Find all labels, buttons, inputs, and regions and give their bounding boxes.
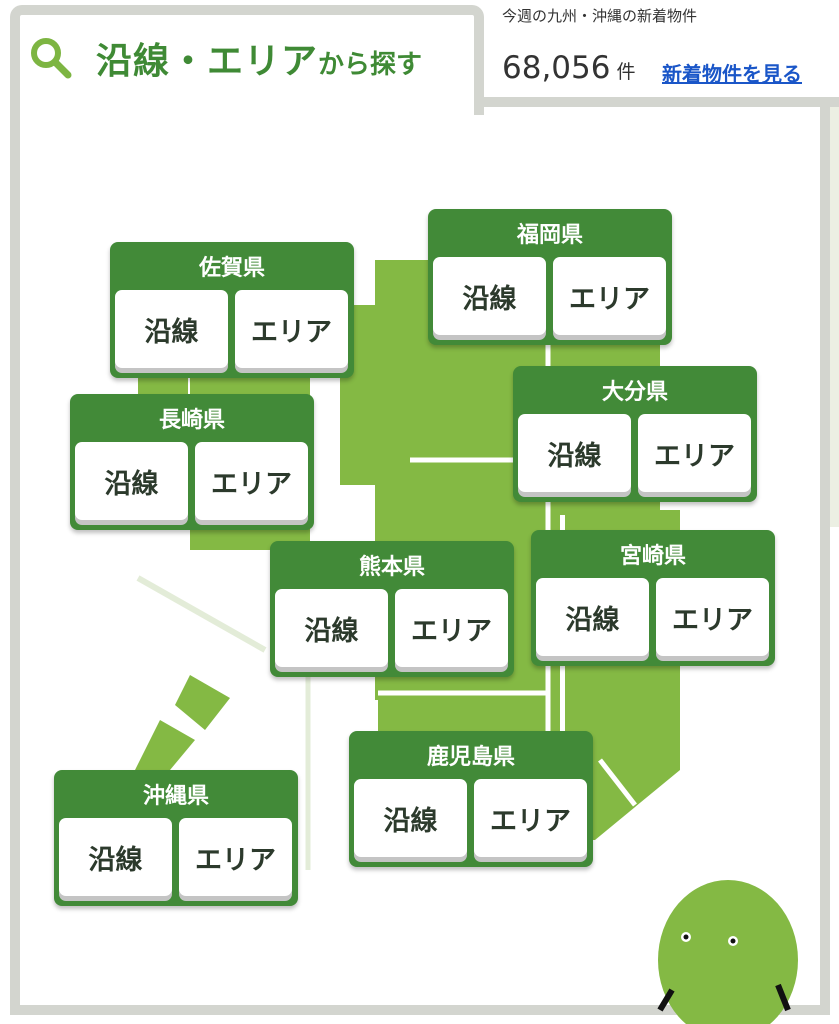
prefecture-name: 長崎県: [158, 408, 225, 433]
area-button[interactable]: エリア: [179, 818, 292, 896]
prefecture-name: 熊本県: [358, 555, 425, 580]
prefecture-card-oita: 大分県 沿線 エリア: [513, 366, 757, 502]
count-unit: 件: [616, 61, 636, 83]
line-button[interactable]: 沿線: [59, 818, 172, 896]
prefecture-card-miyazaki: 宮崎県 沿線 エリア: [531, 530, 775, 666]
line-button[interactable]: 沿線: [75, 442, 188, 520]
prefecture-name: 佐賀県: [198, 256, 265, 281]
prefecture-name: 沖縄県: [142, 784, 209, 809]
prefecture-name: 大分県: [601, 380, 668, 405]
count-value: 68,056: [502, 50, 611, 86]
line-button[interactable]: 沿線: [115, 290, 228, 368]
title-main: 沿線・エリア: [96, 41, 319, 82]
prefecture-card-fukuoka: 福岡県 沿線 エリア: [428, 209, 672, 345]
area-button[interactable]: エリア: [638, 414, 751, 492]
prefecture-card-kumamoto: 熊本県 沿線 エリア: [270, 541, 514, 677]
line-button[interactable]: 沿線: [275, 589, 388, 667]
title-suffix: から探す: [318, 49, 423, 80]
line-button[interactable]: 沿線: [536, 578, 649, 656]
area-button[interactable]: エリア: [656, 578, 769, 656]
prefecture-name: 鹿児島県: [426, 745, 515, 770]
new-listings-label: 今週の九州・沖縄の新着物件: [502, 7, 698, 25]
map-island: [175, 675, 230, 730]
area-button[interactable]: エリア: [395, 589, 508, 667]
side-strip: [830, 107, 839, 527]
mascot: [657, 880, 798, 1024]
tab-joint: [20, 95, 474, 115]
prefecture-card-kagoshima: 鹿児島県 沿線 エリア: [349, 731, 593, 867]
area-button[interactable]: エリア: [195, 442, 308, 520]
map-line: [136, 575, 267, 653]
search-icon: [31, 38, 72, 79]
prefecture-name: 宮崎県: [619, 544, 686, 569]
new-listings-link[interactable]: 新着物件を見る: [662, 62, 802, 86]
area-button[interactable]: エリア: [474, 779, 587, 857]
line-button[interactable]: 沿線: [433, 257, 546, 335]
prefecture-card-saga: 佐賀県 沿線 エリア: [110, 242, 354, 378]
area-button[interactable]: エリア: [553, 257, 666, 335]
section-title: 沿線・エリア から探す: [28, 32, 422, 84]
line-button[interactable]: 沿線: [518, 414, 631, 492]
prefecture-card-nagasaki: 長崎県 沿線 エリア: [70, 394, 314, 530]
divider: [474, 97, 839, 107]
prefecture-card-okinawa: 沖縄県 沿線 エリア: [54, 770, 298, 906]
map-island: [135, 720, 195, 770]
prefecture-name: 福岡県: [516, 223, 583, 248]
line-button[interactable]: 沿線: [354, 779, 467, 857]
area-button[interactable]: エリア: [235, 290, 348, 368]
